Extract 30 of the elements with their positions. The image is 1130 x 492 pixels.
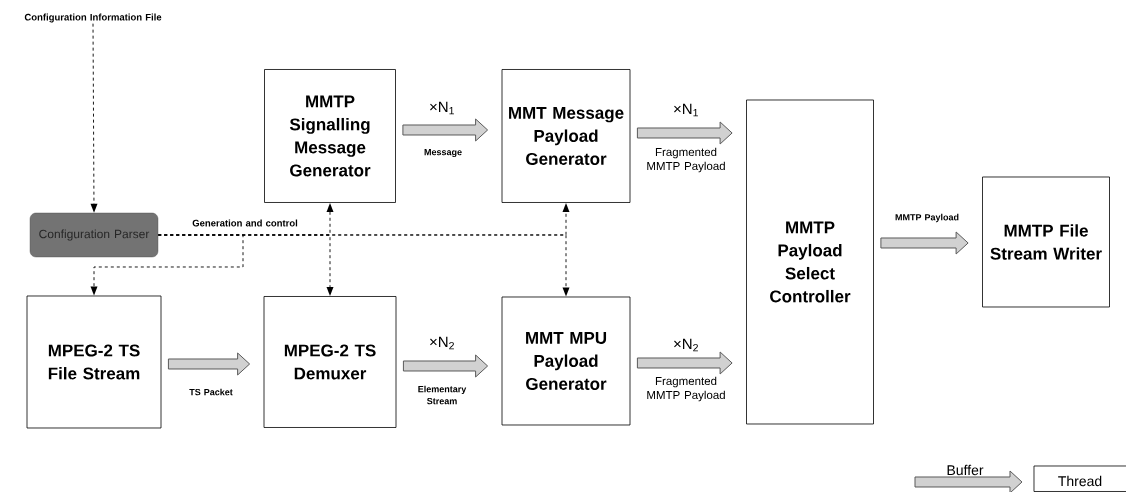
block-arrow [636,121,733,145]
legend-box: Thread [1033,465,1127,492]
process-box: MPEG-2 TS Demuxer [263,296,397,428]
process-box: MMTP Payload Select Controller [746,99,874,425]
dashed-arrow [157,234,570,297]
edge-label: MMTP Payload [895,213,959,223]
source-label: Configuration Information File [24,13,162,23]
edge-label: Message [424,148,462,158]
block-arrow [636,351,733,375]
block-arrow [402,118,489,142]
multiplier-label: ×N$_{2}$ [430,336,454,350]
edge-label: Fragmented MMTP Payload [647,147,725,173]
edge-label: Fragmented MMTP Payload [647,376,725,402]
block-arrow [880,231,969,255]
multiplier-label: ×N$_{1}$ [674,103,698,117]
block-arrow [402,354,489,378]
process-box: MMTP File Stream Writer [982,176,1110,308]
edge-label: Elementary Stream [418,385,467,405]
process-box: MMT MPU Payload Generator [501,296,631,426]
dashed-arrow [90,234,244,296]
process-box: MPEG-2 TS File Stream [26,295,162,429]
edge-label: TS Packet [189,388,233,396]
multiplier-label: ×N$_{2}$ [674,338,698,352]
multiplier-label: ×N$_{1}$ [430,101,454,115]
process-box: MMT Message Payload Generator [501,69,631,203]
edge-label: Generation and control [192,219,298,227]
dashed-arrow [90,23,98,213]
process-box: MMTP Signalling Message Generator [264,69,396,203]
parser-box: Configuration Parser [29,212,159,258]
block-arrow [167,352,251,376]
